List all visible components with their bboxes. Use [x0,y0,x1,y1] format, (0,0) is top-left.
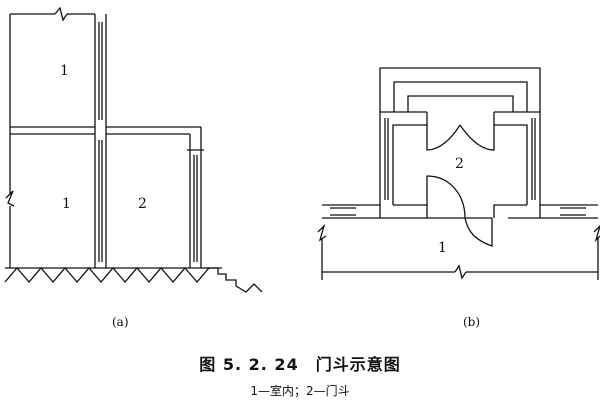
vestibule-label-a: 2 [138,196,147,212]
figure-legend: 1—室内；2—门斗 [250,384,350,398]
room-label-b: 1 [438,240,447,256]
room-label-lower-a: 1 [62,196,71,212]
section-view-a [4,6,263,293]
vestibule-label-b: 2 [455,156,464,172]
figure-title: 图 5. 2. 24 门斗示意图 [199,355,401,374]
room-label-upper-a: 1 [60,63,69,79]
plan-view-b [317,67,600,280]
sublabel-a: (a) [112,315,129,329]
sublabel-b: (b) [463,315,480,329]
